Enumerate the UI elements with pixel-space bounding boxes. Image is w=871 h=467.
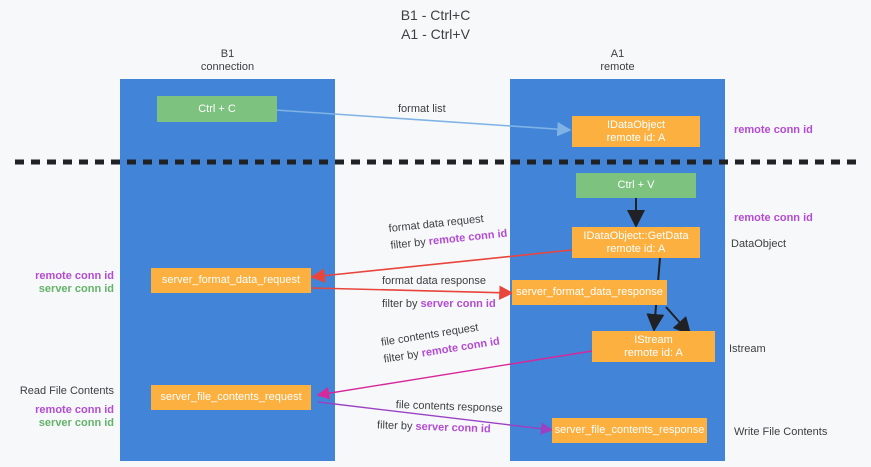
edge-label-format-data-response-filter-key: server conn id (420, 298, 496, 310)
annotation-left-mid-remote-conn-id: remote conn id (35, 270, 114, 282)
annotation-read-file-contents: Read File Contents (19, 385, 114, 397)
box-idataobject-getdata[interactable]: IDataObject::GetData remote id: A (572, 227, 700, 258)
edge-label-file-contents-response-filter-prefix: filter by (376, 419, 416, 433)
box-ctrl-c[interactable]: Ctrl + C (157, 96, 277, 122)
annotation-right-istream: Istream (729, 343, 766, 355)
box-istream[interactable]: IStream remote id: A (592, 331, 715, 362)
annotation-left-low-remote-conn-id: remote conn id (35, 404, 114, 416)
edge-label-format-list: format list (398, 103, 446, 115)
edge-label-format-data-request-filter-prefix: filter by (389, 235, 430, 252)
box-server-format-data-request[interactable]: server_format_data_request (151, 268, 311, 293)
edge-label-file-contents-response: file contents response (395, 398, 503, 415)
annotation-left-mid-server-conn-id: server conn id (38, 283, 114, 295)
annotation-right-dataobject: DataObject (731, 238, 787, 250)
edge-label-format-data-response-filter-prefix: filter by (382, 298, 421, 310)
diagram-title: B1 - Ctrl+C A1 - Ctrl+V (400, 7, 471, 42)
box-idataobject-top[interactable]: IDataObject remote id: A (572, 116, 700, 147)
lane-header-b1: B1 connection (200, 48, 255, 73)
annotation-right-top-remote-conn-id: remote conn id (734, 124, 813, 136)
box-server-file-contents-response[interactable]: server_file_contents_response (552, 418, 707, 443)
box-server-format-data-response[interactable]: server_format_data_response (512, 280, 667, 305)
annotation-right-write-file-contents: Write File Contents (734, 426, 828, 438)
annotation-left-low-server-conn-id: server conn id (38, 417, 114, 429)
edge-label-file-contents-response-filter-key: server conn id (415, 420, 491, 436)
edge-label-format-data-response: format data response (382, 275, 486, 287)
edge-label-format-data-response-group: format data response filter by server co… (382, 274, 496, 311)
box-ctrl-v[interactable]: Ctrl + V (576, 173, 696, 198)
box-server-file-contents-request[interactable]: server_file_contents_request (151, 385, 311, 410)
annotation-right-mid-remote-conn-id: remote conn id (734, 212, 813, 224)
lane-header-a1: A1 remote (600, 48, 635, 73)
edge-label-file-contents-response-group: file contents response filter by server … (377, 398, 503, 437)
